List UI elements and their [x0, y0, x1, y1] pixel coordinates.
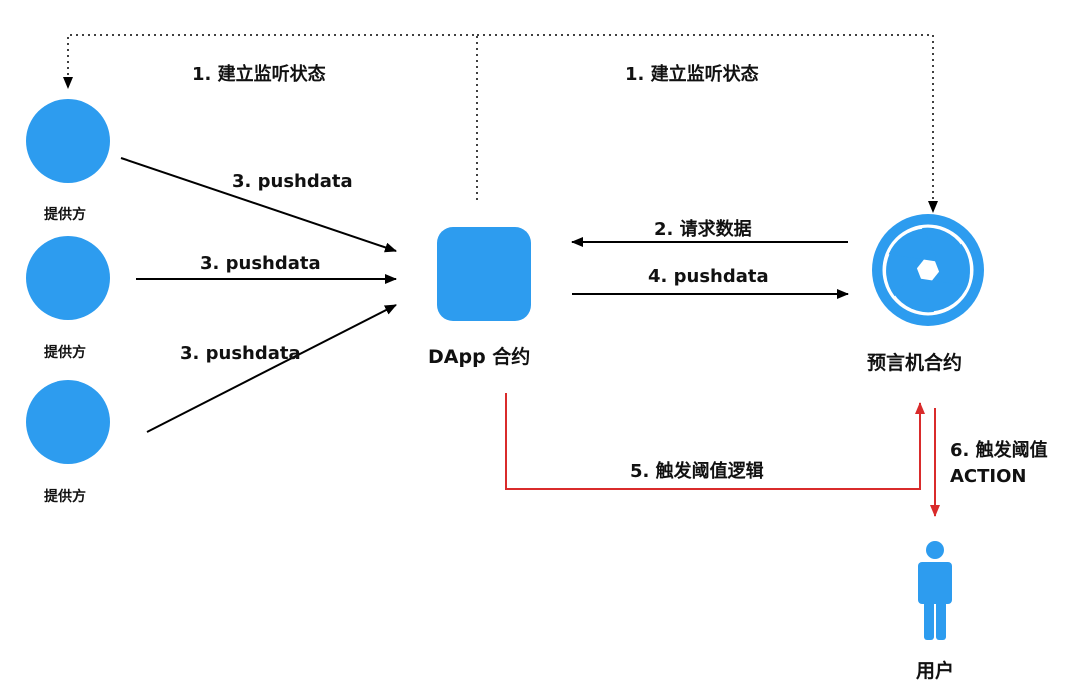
edge-label-listen-left: 1. 建立监听状态 [192, 64, 326, 85]
listen-dotted-line [63, 34, 478, 200]
provider-label-2: 提供方 [44, 345, 86, 361]
person-icon [918, 541, 952, 640]
edge-label-trigger-logic: 5. 触发阈值逻辑 [630, 461, 764, 482]
push-arrow-top [120, 157, 397, 253]
edge-label-push-top: 3. pushdata [232, 171, 353, 192]
edge-label-trigger-action-1: 6. 触发阈值 [950, 440, 1048, 461]
provider-node-3 [26, 380, 110, 464]
user-label: 用户 [916, 660, 955, 682]
provider-label-1: 提供方 [44, 207, 86, 223]
listen-dotted-line-right [477, 34, 938, 213]
edge-label-listen-right: 1. 建立监听状态 [625, 64, 759, 85]
edge-label-trigger-action-2: ACTION [950, 466, 1027, 487]
dapp-contract-node [437, 227, 531, 321]
oracle-label: 预言机合约 [867, 352, 963, 374]
aperture-icon [872, 214, 984, 326]
provider-node-1 [26, 99, 110, 183]
edge-label-push-mid: 3. pushdata [200, 253, 321, 274]
trigger-logic-line [505, 393, 925, 490]
dapp-label: DApp 合约 [428, 346, 531, 368]
edge-label-request: 2. 请求数据 [654, 219, 752, 240]
edge-label-push-oracle: 4. pushdata [648, 266, 769, 287]
provider-node-2 [26, 236, 110, 320]
edge-label-push-bottom: 3. pushdata [180, 343, 301, 364]
push-arrow-bottom [146, 304, 397, 433]
provider-label-3: 提供方 [44, 489, 86, 505]
